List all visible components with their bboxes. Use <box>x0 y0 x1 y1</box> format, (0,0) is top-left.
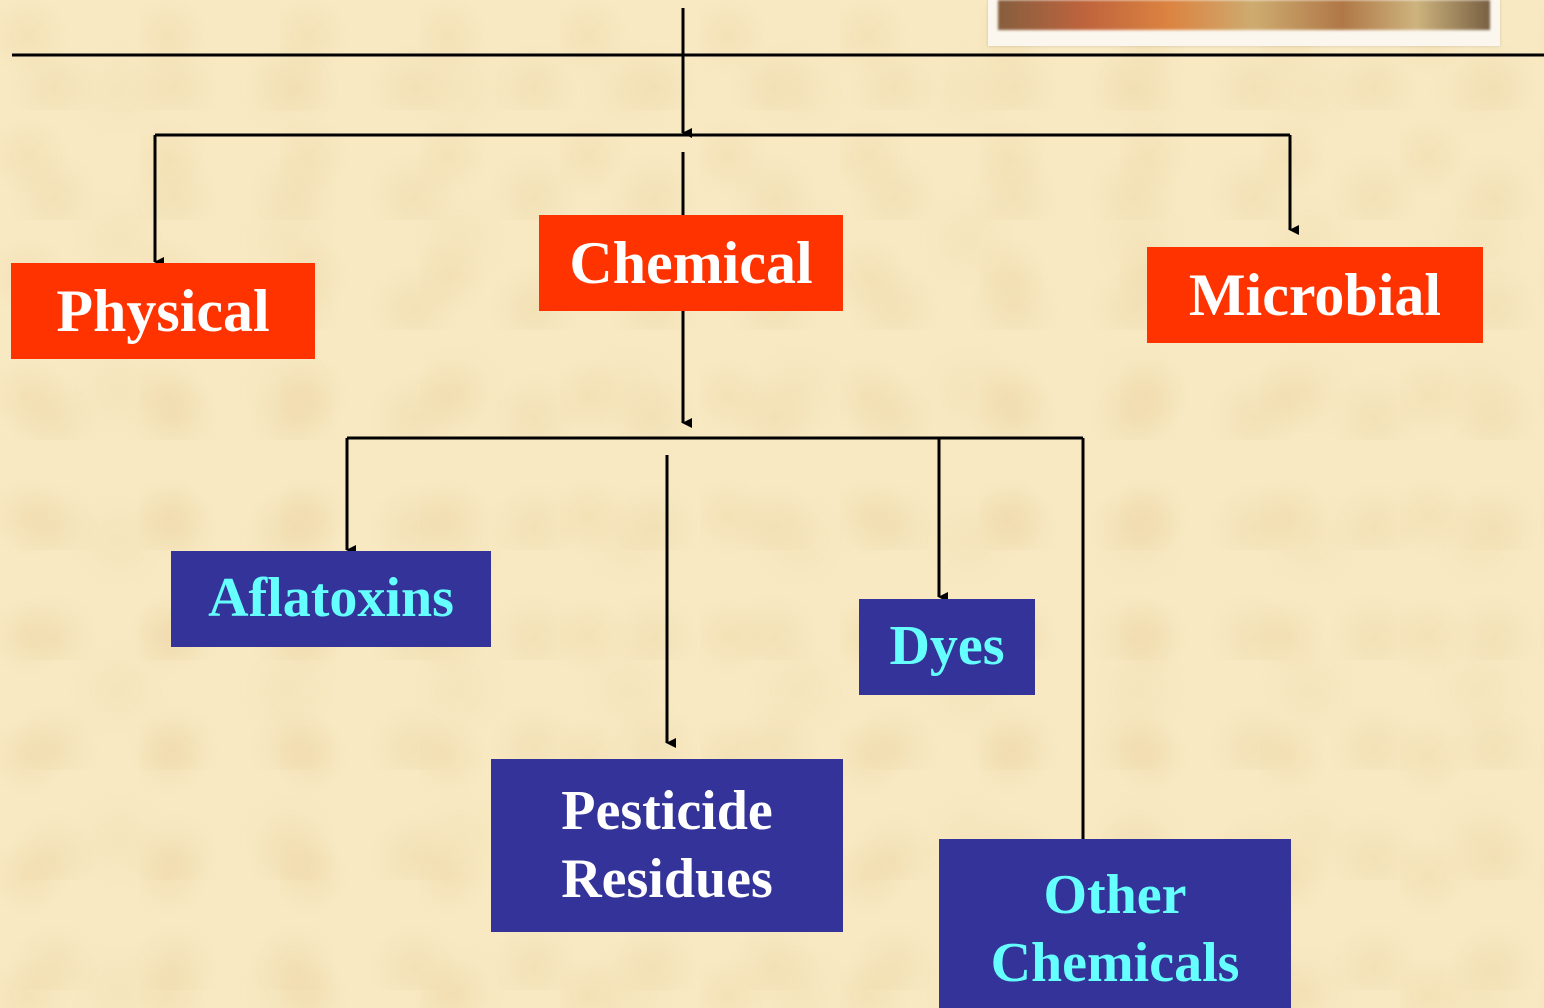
node-dyes-label: Dyes <box>889 613 1004 680</box>
node-physical: Physical <box>11 263 315 359</box>
node-aflatoxins: Aflatoxins <box>171 551 491 647</box>
node-chemical-label: Chemical <box>569 227 812 299</box>
node-microbial: Microbial <box>1147 247 1483 343</box>
node-physical-label: Physical <box>56 275 269 347</box>
node-other-chemicals: Other Chemicals <box>939 839 1291 1008</box>
node-pesticide-residues-label: Pesticide Residues <box>561 778 773 912</box>
node-pesticide-residues: Pesticide Residues <box>491 759 843 932</box>
node-other-chemicals-label: Other Chemicals <box>991 862 1240 996</box>
node-aflatoxins-label: Aflatoxins <box>208 565 454 632</box>
node-chemical: Chemical <box>539 215 843 311</box>
node-microbial-label: Microbial <box>1189 259 1441 331</box>
node-dyes: Dyes <box>859 599 1035 695</box>
